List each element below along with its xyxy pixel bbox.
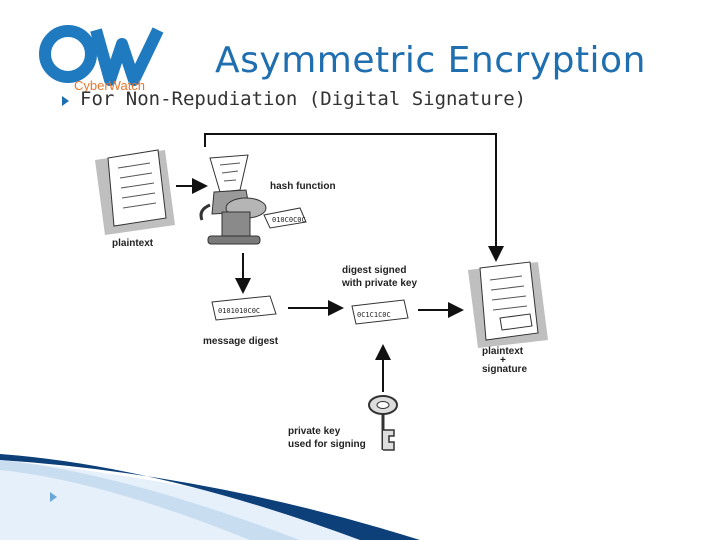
svg-text:010C0C0C: 010C0C0C — [272, 216, 306, 224]
plaintext-document-icon — [95, 149, 175, 235]
plaintext-signature-label-line3: signature — [482, 364, 528, 375]
private-key-icon — [368, 395, 398, 451]
svg-text:0101010C0C: 0101010C0C — [218, 307, 260, 315]
digest-signed-label-line1: digest signed — [342, 265, 407, 276]
signed-document-icon — [468, 261, 548, 348]
plaintext-signature-label-line1: plaintext — [482, 346, 524, 357]
logo-text: CyberWatch — [74, 78, 146, 93]
message-digest-scroll-icon: 0101010C0C — [211, 295, 277, 321]
decorative-swoosh — [0, 454, 420, 540]
message-digest-label: message digest — [203, 336, 279, 347]
hash-function-grinder-icon: 010C0C0C — [199, 154, 307, 245]
private-key-label-line1: private key — [288, 426, 341, 437]
bottom-bullet-arrow-icon — [50, 492, 57, 502]
slide-subtitle: For Non-Repudiation (Digital Signature) — [80, 88, 527, 110]
svg-text:0C1C1C0C: 0C1C1C0C — [357, 311, 391, 319]
private-key-label-line2: used for signing — [288, 439, 366, 450]
digest-signed-label-line2: with private key — [342, 278, 418, 289]
hash-function-label: hash function — [270, 181, 336, 192]
slide-title: Asymmetric Encryption — [215, 40, 646, 81]
cyberwatch-logo — [39, 25, 164, 86]
signed-digest-scroll-icon: 0C1C1C0C — [351, 299, 409, 325]
plaintext-label: plaintext — [112, 238, 154, 249]
plaintext-signature-label-plus: + — [500, 355, 506, 366]
arrow-plaintext-to-doc — [204, 133, 504, 262]
bullet-arrow-icon — [62, 96, 69, 106]
